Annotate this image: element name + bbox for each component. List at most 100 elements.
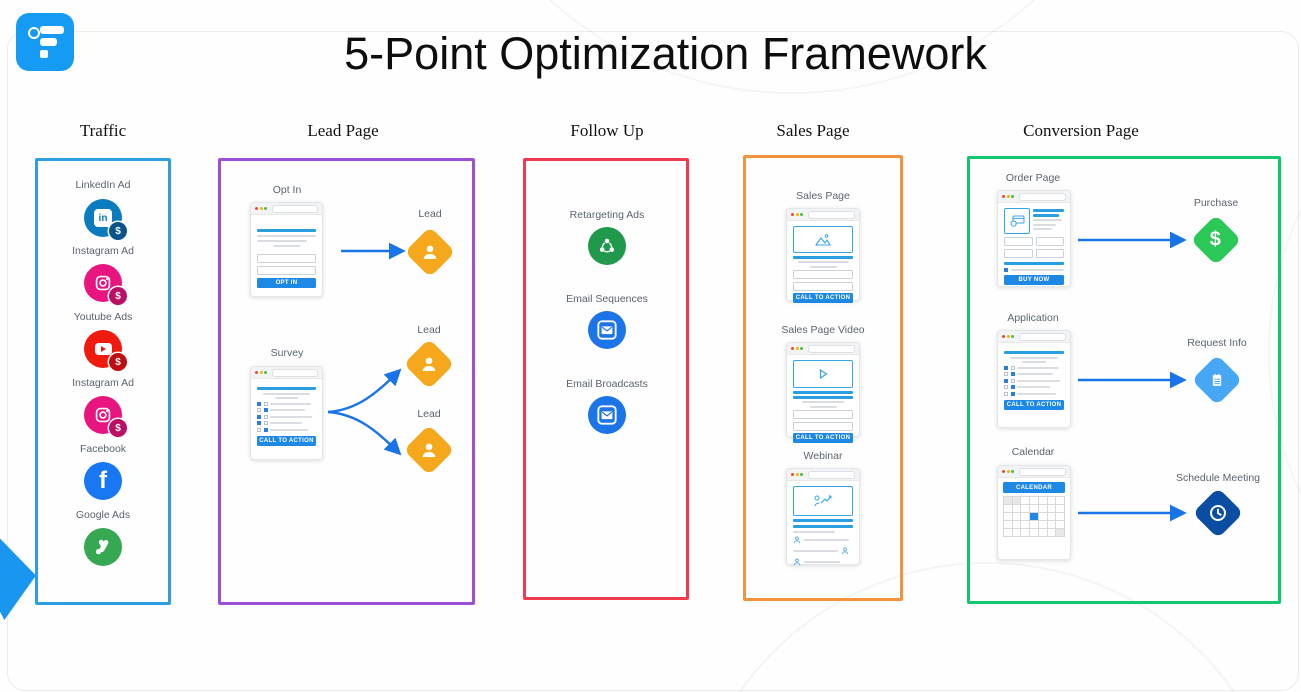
order-text-lines [1033,208,1064,230]
browser-topbar [787,469,859,481]
instagram-glyph [95,407,111,423]
optin-page-mockup: OPT IN [250,202,323,297]
google-ads-icon [84,528,122,566]
google-ads-glyph [95,539,109,555]
application-option-row [1004,372,1064,376]
application-option-row [1004,365,1064,370]
survey-page-mockup: CALL TO ACTION [250,366,323,460]
person-glyph [418,353,440,375]
lead-label: Lead [417,408,441,420]
calendar-header-bar: CALENDAR [1003,482,1065,493]
form-field-placeholder [257,254,316,263]
lead-person-diamond-icon [404,226,456,278]
survey-page-label: Survey [270,347,304,359]
application-page-mockup: CALL TO ACTION [997,330,1071,428]
youtube-play-glyph [94,343,112,355]
browser-topbar [251,203,322,215]
optin-button: OPT IN [257,278,316,288]
column-header-traffic: Traffic [79,121,127,140]
clock-glyph [1207,502,1229,524]
placeholder-line [793,530,835,533]
traffic-item-label: Facebook [79,443,127,455]
logo-bar-shape [40,26,64,34]
optin-page-label: Opt In [272,184,302,196]
lead-label: Lead [418,208,442,220]
placeholder-line [257,229,316,232]
schedule-meeting-label: Schedule Meeting [1175,472,1261,484]
notepad-glyph [1207,370,1227,390]
survey-option-row [257,401,316,406]
email-glyph [597,320,617,340]
placeholder-line [802,401,844,403]
facebook-icon: f [84,462,122,500]
sales-video-mockup: CALL TO ACTION [786,342,860,443]
terms-row [1004,267,1064,272]
traffic-item-label: Instagram Ad [72,377,134,389]
placeholder-line [1004,351,1064,354]
traffic-item-label: Instagram Ad [72,245,134,257]
traffic-item-label: LinkedIn Ad [75,179,131,191]
form-field-placeholder [793,421,853,431]
sales-cta-button: CALL TO ACTION [793,293,853,303]
placeholder-line [273,245,300,247]
logo-square-shape [40,50,48,58]
placeholder-line [797,261,849,263]
survey-option-row [257,408,316,412]
instagram-dollar-icon: $ [84,264,127,305]
linkedin-dollar-icon: in $ [84,199,127,240]
form-field-placeholder [1035,237,1064,246]
address-bar [807,210,855,219]
form-field-placeholder [257,266,316,275]
address-bar [807,344,855,353]
traffic-item-label: Google Ads [75,509,131,521]
browser-topbar [787,209,859,221]
application-page-label: Application [1007,312,1059,324]
address-bar [1018,467,1066,476]
placeholder-line [257,240,308,242]
placeholder-line [262,392,311,395]
presentation-placeholder [793,486,853,516]
placeholder-line [793,396,853,399]
sales-video-cta-button: CALL TO ACTION [793,433,853,443]
form-field-placeholder [1004,249,1033,258]
dollar-badge-icon: $ [109,419,127,437]
person-glyph [418,439,440,461]
video-placeholder [793,360,853,388]
webinar-mockup [786,468,860,565]
survey-option-row [257,421,316,425]
browser-topbar [251,367,322,379]
placeholder-line [793,525,853,528]
lead-person-diamond-icon [403,338,455,390]
share-network-glyph [599,238,615,253]
instagram-glyph [95,275,111,291]
linkedin-in-glyph: in [94,209,112,227]
browser-topbar [998,191,1070,203]
share-network-icon [588,227,626,265]
placeholder-line [1022,361,1046,363]
follow-up-item-label: Email Broadcasts [566,378,648,390]
address-bar [807,470,855,479]
calendar-page-mockup: CALENDAR [997,465,1071,560]
image-placeholder [793,226,853,253]
follow-up-item-label: Retargeting Ads [569,209,645,221]
buy-now-button: BUY NOW [1004,274,1064,285]
address-bar [271,368,318,377]
purchase-label: Purchase [1193,197,1239,209]
address-bar [271,204,318,213]
form-field-placeholder [793,270,853,279]
column-header-sales-page: Sales Page [776,121,850,140]
placeholder-line [809,265,837,268]
traffic-item-label: Youtube Ads [73,311,133,323]
address-bar [1018,332,1066,341]
placeholder-line [257,235,316,237]
logo-bar-shape [40,38,57,46]
attendee-row [793,547,853,555]
application-cta-button: CALL TO ACTION [1004,400,1064,410]
dollar-badge-icon: $ [109,353,127,371]
email-icon [588,396,626,434]
placeholder-line [257,387,316,390]
browser-topbar [787,343,859,355]
sales-page-frame [743,155,903,601]
order-page-label: Order Page [1005,172,1061,184]
